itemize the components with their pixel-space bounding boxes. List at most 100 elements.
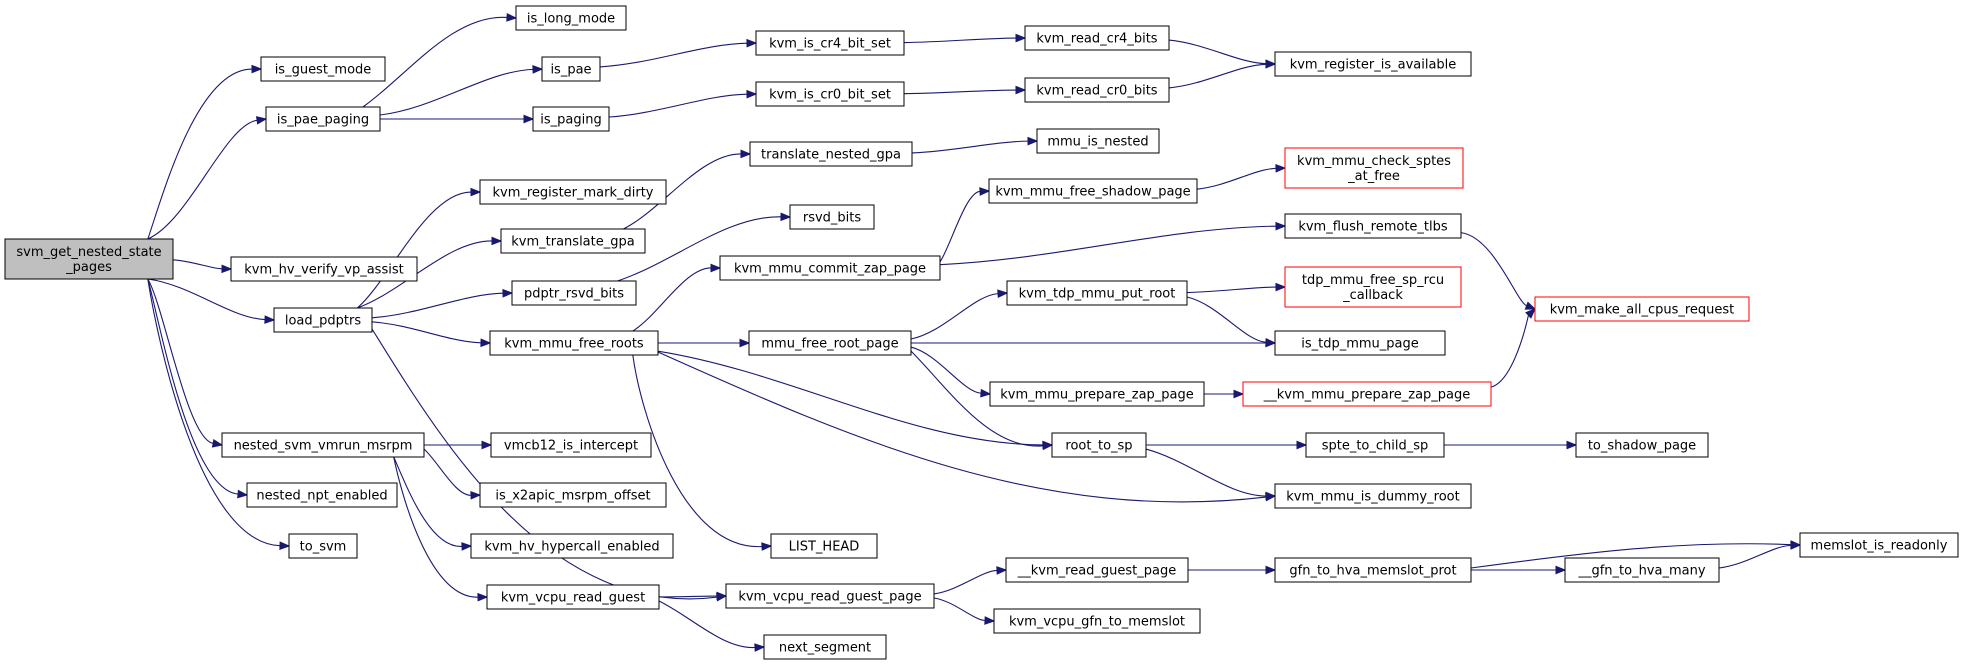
node-spte-to-child-sp[interactable]: spte_to_child_sp — [1305, 432, 1445, 458]
edge-arrowhead — [984, 616, 996, 625]
node-kvm-translate-gpa[interactable]: kvm_translate_gpa — [500, 228, 646, 254]
edge — [599, 38, 758, 68]
node-box — [260, 56, 386, 82]
edge — [939, 187, 991, 263]
node-kvm-vcpu-read-guest-page[interactable]: kvm_vcpu_read_guest_page — [725, 583, 935, 609]
node-kvm-is-cr0-bit-set[interactable]: kvm_is_cr0_bit_set — [755, 81, 905, 107]
node-box — [748, 330, 912, 356]
node-nested-svm-vmrun-msrpm[interactable]: nested_svm_vmrun_msrpm — [221, 432, 425, 458]
edge — [933, 597, 996, 625]
node-kvm-mmu-commit-zap-page[interactable]: kvm_mmu_commit_zap_page — [719, 255, 941, 281]
node-load-pdptrs[interactable]: load_pdptrs — [273, 307, 373, 333]
node-root[interactable]: svm_get_nested_state_pages — [4, 238, 174, 280]
node-kvm-register-is-available[interactable]: kvm_register_is_available — [1274, 51, 1472, 77]
node-next-segment[interactable]: next_segment — [763, 634, 887, 660]
edge-line — [393, 456, 479, 598]
edge — [357, 236, 503, 309]
node-is-pae[interactable]: is_pae — [541, 56, 601, 82]
edge — [147, 278, 224, 448]
node-mmu-is-nested[interactable]: mmu_is_nested — [1036, 128, 1160, 154]
node-kvm-mmu-is-dummy-root[interactable]: kvm_mmu_is_dummy_root — [1274, 483, 1472, 509]
edge-line — [362, 16, 508, 108]
node-tdp-mmu-free-sp-rcu-callback[interactable]: tdp_mmu_free_sp_rcu_callback — [1284, 266, 1462, 308]
edge-line — [1490, 314, 1530, 388]
edge-arrowhead — [255, 116, 268, 125]
node-kvm-mmu-check-sptes-at-free[interactable]: kvm_mmu_check_sptes_at_free — [1284, 147, 1464, 189]
edge — [658, 591, 728, 601]
node-kvm-tdp-mmu-put-root[interactable]: kvm_tdp_mmu_put_root — [1006, 280, 1188, 306]
node-root-to-sp[interactable]: root_to_sp — [1051, 432, 1147, 458]
node-kvm-mmu-prepare-zap-page[interactable]: __kvm_mmu_prepare_zap_page — [1242, 381, 1492, 407]
edge-arrowhead — [279, 541, 291, 551]
node-label: kvm_vcpu_gfn_to_memslot — [1009, 615, 1185, 630]
node-rsvd-bits[interactable]: rsvd_bits — [789, 204, 875, 230]
edge-arrowhead — [716, 591, 728, 601]
node-translate-nested-gpa[interactable]: translate_nested_gpa — [749, 141, 913, 167]
edge-arrowhead — [1042, 441, 1054, 451]
node-is-guest-mode[interactable]: is_guest_mode — [260, 56, 386, 82]
node-kvm-mmu-prepare-zap-page[interactable]: kvm_mmu_prepare_zap_page — [989, 381, 1205, 407]
node-to-shadow-page[interactable]: to_shadow_page — [1575, 432, 1709, 458]
node-kvm-mmu-free-shadow-page[interactable]: kvm_mmu_free_shadow_page — [988, 178, 1198, 204]
edge-line — [379, 68, 534, 116]
node-label: is_paging — [540, 113, 601, 128]
node-box — [1799, 532, 1959, 558]
node-LIST-HEAD[interactable]: LIST_HEAD — [770, 533, 878, 559]
node-nested-npt-enabled[interactable]: nested_npt_enabled — [246, 482, 398, 508]
node-is-pae-paging[interactable]: is_pae_paging — [265, 106, 381, 132]
node-box — [988, 178, 1198, 204]
node-label: _at_free — [1347, 169, 1400, 184]
node-box — [1051, 432, 1147, 458]
node-kvm-read-cr4-bits[interactable]: kvm_read_cr4_bits — [1024, 25, 1170, 51]
edge — [371, 328, 728, 602]
node-kvm-vcpu-read-guest[interactable]: kvm_vcpu_read_guest — [486, 584, 660, 610]
node-kvm-mmu-free-roots[interactable]: kvm_mmu_free_roots — [489, 330, 659, 356]
node-is-paging[interactable]: is_paging — [532, 106, 610, 132]
node-label: kvm_is_cr4_bit_set — [769, 37, 891, 52]
node-is-x2apic-msrpm-offset[interactable]: is_x2apic_msrpm_offset — [479, 482, 667, 508]
node-label: kvm_mmu_free_roots — [504, 337, 644, 352]
node-label: load_pdptrs — [285, 314, 361, 329]
edge — [658, 338, 751, 348]
node-vmcb12-is-intercept[interactable]: vmcb12_is_intercept — [490, 432, 652, 458]
node-kvm-flush-remote-tlbs[interactable]: kvm_flush_remote_tlbs — [1284, 213, 1462, 239]
edge-line — [357, 240, 493, 309]
node-memslot-is-readonly[interactable]: memslot_is_readonly — [1799, 532, 1959, 558]
edge-line — [147, 278, 281, 547]
node-kvm-read-guest-page[interactable]: __kvm_read_guest_page — [1005, 557, 1189, 583]
edge-arrowhead — [1265, 565, 1277, 575]
edge-arrowhead — [237, 489, 249, 499]
node-label: mmu_is_nested — [1047, 135, 1148, 150]
node-kvm-is-cr4-bit-set[interactable]: kvm_is_cr4_bit_set — [755, 30, 905, 56]
edge — [371, 288, 514, 319]
node-kvm-read-cr0-bits[interactable]: kvm_read_cr0_bits — [1024, 77, 1170, 103]
edge — [1186, 296, 1277, 347]
node-gfn-to-hva-memslot-prot[interactable]: gfn_to_hva_memslot_prot — [1274, 557, 1472, 583]
node-kvm-make-all-cpus-request[interactable]: kvm_make_all_cpus_request — [1534, 296, 1750, 322]
edges-layer — [147, 13, 1802, 652]
node-label: is_pae — [550, 63, 591, 78]
node-label: kvm_read_cr0_bits — [1036, 84, 1157, 99]
node-mmu-free-root-page[interactable]: mmu_free_root_page — [748, 330, 912, 356]
edge — [424, 440, 493, 450]
node-is-tdp-mmu-page[interactable]: is_tdp_mmu_page — [1274, 330, 1446, 356]
node-pdptr-rsvd-bits[interactable]: pdptr_rsvd_bits — [511, 280, 637, 306]
node-box — [1564, 557, 1720, 583]
edge-arrowhead — [477, 592, 489, 602]
node-label: vmcb12_is_intercept — [504, 439, 638, 454]
node-kvm-vcpu-gfn-to-memslot[interactable]: kvm_vcpu_gfn_to_memslot — [993, 608, 1201, 634]
node-box — [770, 533, 878, 559]
node-label: kvm_read_cr4_bits — [1036, 32, 1157, 47]
edge-arrowhead — [1566, 440, 1578, 450]
node-kvm-hv-verify-vp-assist[interactable]: kvm_hv_verify_vp_assist — [230, 256, 418, 282]
nodes-layer: svm_get_nested_state_pagesis_guest_modei… — [4, 5, 1959, 660]
edge-line — [910, 350, 1044, 447]
node-to-svm[interactable]: to_svm — [288, 533, 358, 559]
edge — [1168, 39, 1277, 69]
edge-arrowhead — [221, 264, 233, 274]
node-gfn-to-hva-many[interactable]: __gfn_to_hva_many — [1564, 557, 1720, 583]
edge-arrowhead — [461, 542, 473, 551]
node-kvm-hv-hypercall-enabled[interactable]: kvm_hv_hypercall_enabled — [470, 533, 674, 559]
node-kvm-register-mark-dirty[interactable]: kvm_register_mark_dirty — [479, 179, 667, 205]
node-is-long-mode[interactable]: is_long_mode — [515, 5, 627, 31]
